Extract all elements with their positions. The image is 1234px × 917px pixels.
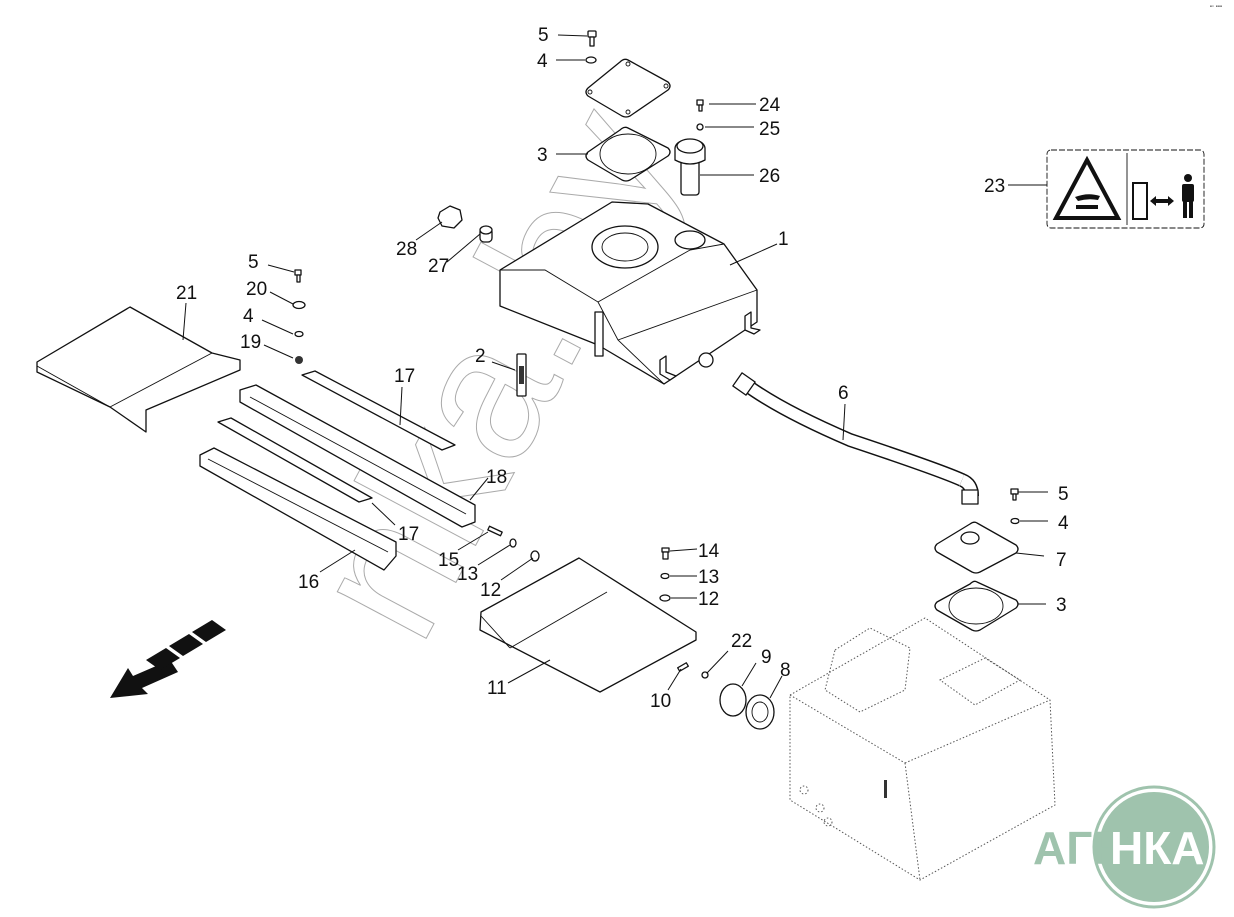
callout-22: 22: [731, 631, 752, 652]
callout-5: 5: [538, 25, 549, 46]
washer-icon: [292, 300, 306, 310]
double-arrow-icon: [1150, 196, 1174, 206]
callout-11: 11: [487, 678, 507, 699]
washer-icon: [585, 56, 597, 64]
washer-icon: [530, 550, 540, 562]
callout-labels: 5 4 24 25 3 26 23 1 28 27 5 20 4 19 21 2…: [176, 25, 1069, 712]
bolt-icon: [487, 525, 503, 537]
callout-13: 13: [457, 564, 478, 585]
breather-cap-icon: [674, 138, 706, 196]
callout-8: 8: [780, 660, 791, 681]
nut-icon: [437, 205, 463, 229]
plug-icon: [479, 225, 493, 243]
cover-plate-11: [479, 557, 697, 693]
brand-logo: АГРО НКА: [1033, 785, 1216, 909]
callout-9: 9: [761, 647, 772, 668]
callout-2: 2: [475, 346, 486, 367]
callout-23: 23: [984, 176, 1005, 197]
callout-14: 14: [698, 541, 720, 562]
support-bracket-16: [199, 447, 397, 571]
rubber-strip-17: [217, 417, 373, 503]
nut-icon: [295, 356, 303, 364]
callout-7: 7: [1056, 550, 1067, 571]
washer-icon: [294, 330, 304, 338]
hose-icon: [732, 372, 979, 505]
travel-direction-arrow-icon: [110, 620, 226, 698]
callout-5: 5: [248, 252, 259, 273]
callout-28: 28: [396, 239, 417, 260]
callout-16: 16: [298, 572, 319, 593]
washer-icon: [660, 572, 670, 580]
cover-plate-icon: [585, 58, 671, 118]
callout-18: 18: [486, 467, 507, 488]
bolt-icon: [587, 30, 597, 47]
top-cover-group: [585, 30, 706, 196]
reference-tank: [789, 617, 1056, 881]
callout-27: 27: [428, 256, 449, 277]
warning-triangle-icon: [1052, 155, 1122, 220]
callout-19: 19: [240, 332, 261, 353]
callout-15: 15: [438, 550, 459, 571]
callout-4: 4: [537, 51, 548, 72]
callout-12: 12: [698, 589, 719, 610]
callout-4: 4: [243, 306, 254, 327]
person-icon: [1182, 174, 1194, 218]
callout-5: 5: [1058, 484, 1069, 505]
callout-6: 6: [838, 383, 849, 404]
bolt-icon: [661, 547, 670, 560]
callout-24: 24: [759, 95, 781, 116]
warning-decal: [1046, 149, 1205, 229]
cover-9-icon: [719, 683, 747, 717]
callout-10: 10: [650, 691, 671, 712]
brand-logo-left: АГРО: [1033, 822, 1158, 874]
callout-3: 3: [1056, 595, 1067, 616]
callout-17: 17: [394, 366, 415, 387]
washer-icon: [1010, 517, 1020, 525]
brand-logo-right: НКА: [1110, 822, 1205, 874]
bolt-icon: [294, 269, 302, 283]
bolt-icon: [1010, 488, 1019, 501]
callout-21: 21: [176, 283, 197, 304]
hydraulic-tank: [499, 201, 761, 385]
callout-3: 3: [537, 145, 548, 166]
callout-13: 13: [698, 567, 719, 588]
washer-icon: [509, 538, 517, 548]
screw-icon: [677, 662, 689, 672]
sight-gauge-icon: [516, 353, 527, 397]
callout-12: 12: [480, 580, 501, 601]
callout-25: 25: [759, 119, 780, 140]
rubber-strip-17: [301, 370, 456, 451]
support-bracket-18: [239, 384, 476, 528]
leader-lines: [182, 34, 1048, 699]
drawing-code: ▪▫ ▪▪▪: [1209, 4, 1222, 10]
gasket-8-icon: [745, 694, 775, 730]
o-ring-icon: [701, 671, 709, 679]
callout-26: 26: [759, 166, 780, 187]
bolt-icon: [696, 99, 704, 112]
washer-icon: [696, 123, 704, 131]
door-icon: [1132, 182, 1148, 220]
callout-1: 1: [778, 229, 789, 250]
callout-20: 20: [246, 279, 267, 300]
washer-icon: [659, 594, 671, 602]
cover-plate-21: [36, 306, 241, 433]
callout-4: 4: [1058, 513, 1069, 534]
callout-17: 17: [398, 524, 419, 545]
flange-cover-7: [934, 521, 1019, 574]
